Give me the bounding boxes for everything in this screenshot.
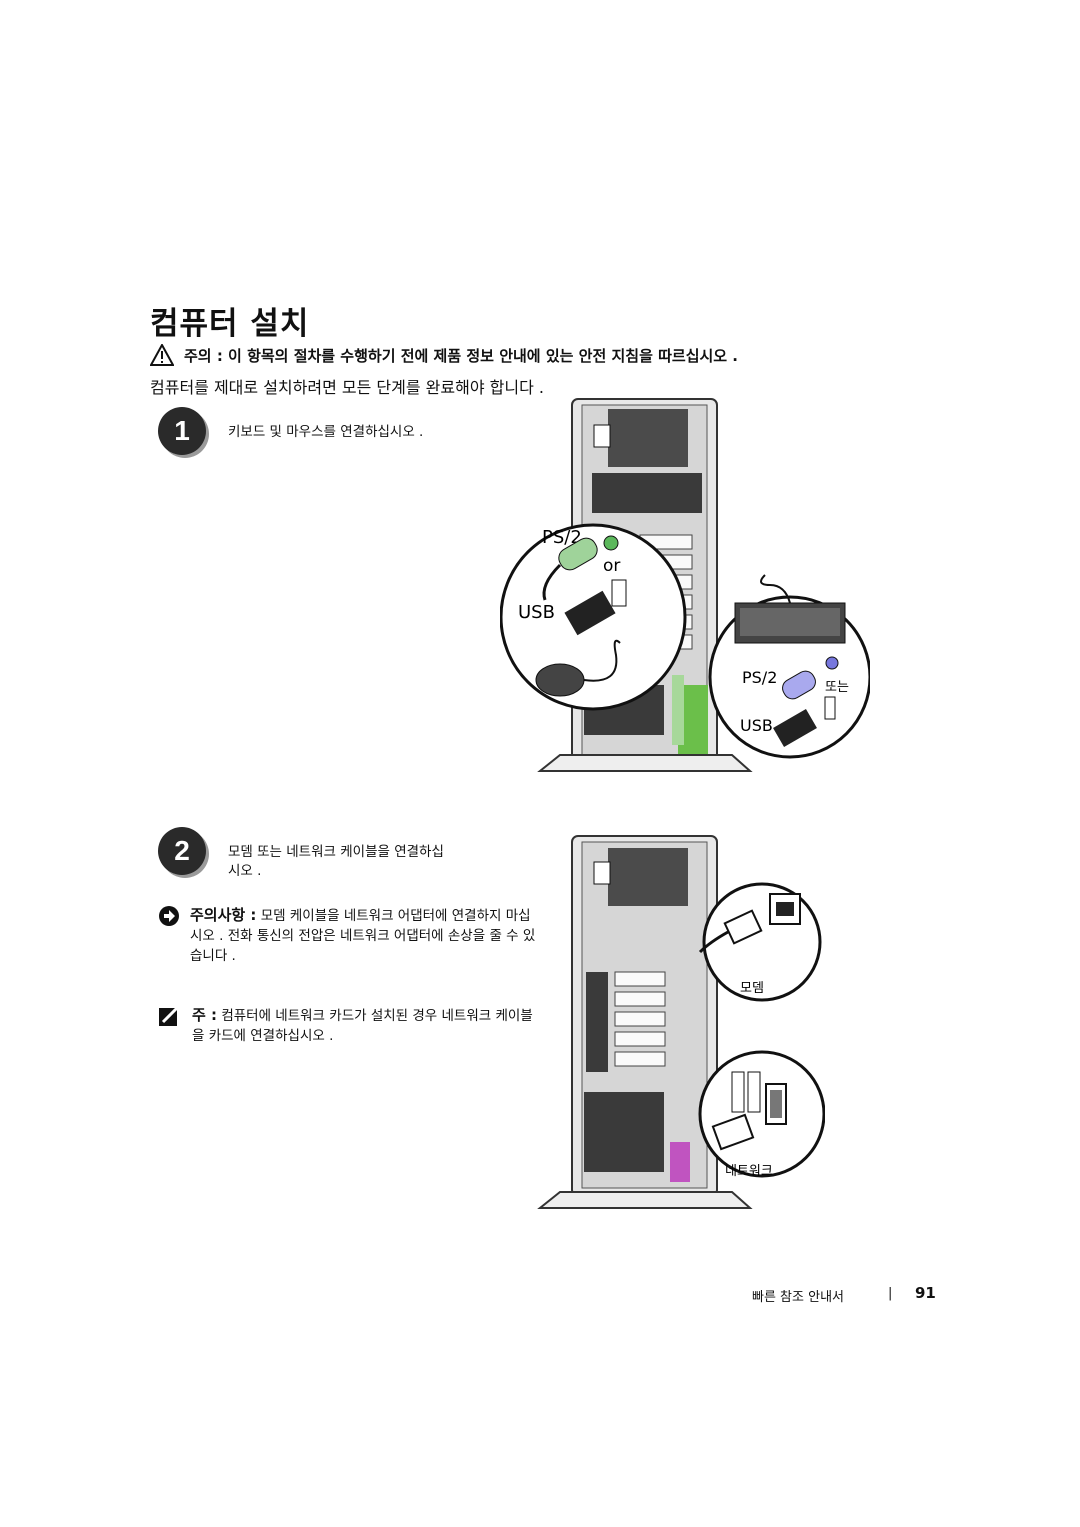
caution-text: 주의 : 이 항목의 절차를 수행하기 전에 제품 정보 안내에 있는 안전 지… [184, 346, 739, 365]
intro-text: 컴퓨터를 제대로 설치하려면 모든 단계를 완료해야 합니다 . [150, 378, 544, 397]
note-pencil-icon [159, 1005, 180, 1026]
caution-row: 주의 : 이 항목의 절차를 수행하기 전에 제품 정보 안내에 있는 안전 지… [150, 344, 738, 366]
note-label: 주 : [192, 1006, 218, 1024]
note-row: 주 : 컴퓨터에 네트워크 카드가 설치된 경우 네트워크 케이블을 카드에 연… [158, 1005, 543, 1046]
ps2-right-label: PS/2 [742, 668, 777, 687]
step-2-text: 모뎀 또는 네트워크 케이블을 연결하십 시오 . [228, 843, 444, 881]
footer-guide-name: 빠른 참조 안내서 [752, 1290, 844, 1305]
usb-left-label: USB [518, 602, 555, 623]
ps2-keyboard-plug-icon [782, 656, 839, 700]
notice-text: 모뎀 케이블을 네트워크 어댑터에 연결하지 마십시오 . 전화 통신의 전압은… [190, 908, 536, 964]
usb-keyboard-plug-icon [773, 696, 836, 748]
computer-rear-illustration: PS/2 or USB PS/2 또는 USB [500, 398, 870, 772]
modem-jack-icon [698, 893, 801, 954]
modem-label: 모뎀 [740, 981, 764, 996]
notice-row: 주의사항 : 모뎀 케이블을 네트워크 어댑터에 연결하지 마십시오 . 전화 … [158, 905, 538, 966]
or-left-label: or [603, 556, 620, 576]
keyboard-icon [734, 574, 846, 644]
note-text: 컴퓨터에 네트워크 카드가 설치된 경우 네트워크 케이블을 카드에 연결하십시… [192, 1008, 533, 1044]
usb-plug-icon [564, 579, 627, 636]
ps2-mouse-plug-icon [542, 535, 619, 601]
or-right-label: 또는 [825, 680, 849, 695]
usb-right-label: USB [740, 716, 773, 735]
network-label: 네트워크 [725, 1164, 773, 1179]
network-jack-icon [711, 1071, 787, 1151]
notice-label: 주의사항 : [190, 906, 257, 924]
footer-separator: | [888, 1286, 893, 1301]
page-number: 91 [915, 1284, 936, 1302]
ps2-left-label: PS/2 [542, 527, 582, 548]
step-2-text-line2: 시오 . [228, 863, 262, 879]
notice-arrow-icon [159, 906, 179, 926]
step-2-text-line1: 모뎀 또는 네트워크 케이블을 연결하십 [228, 844, 444, 860]
step-1-badge: 1 [158, 407, 206, 455]
step-1-text: 키보드 및 마우스를 연결하십시오 . [228, 424, 424, 440]
computer-rear-network-illustration: 모뎀 네트워크 [537, 835, 825, 1209]
page-title: 컴퓨터 설치 [150, 306, 310, 342]
step-2-badge: 2 [158, 827, 206, 875]
mouse-icon [535, 639, 621, 697]
warning-triangle-icon [150, 344, 174, 366]
